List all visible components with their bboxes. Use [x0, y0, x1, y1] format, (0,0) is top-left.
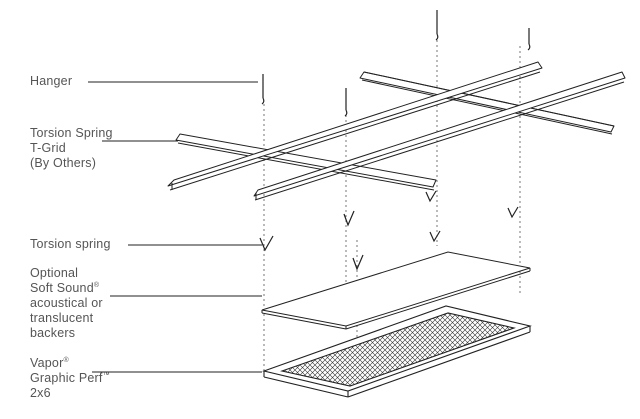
hanger-wires — [261, 10, 531, 117]
backer-label: Optional Soft Sound® acoustical or trans… — [30, 266, 103, 340]
tgrid-label: Torsion Spring T-Grid (By Others) — [30, 126, 113, 170]
t-grid-rails — [167, 61, 626, 201]
spring-6 — [429, 230, 441, 243]
main-rail-1 — [167, 61, 543, 191]
leader-lines — [88, 81, 262, 373]
hanger-2 — [344, 88, 348, 117]
spring-3 — [507, 206, 519, 219]
torsion-springs — [259, 190, 519, 271]
spring-5 — [352, 254, 364, 271]
spring-1 — [343, 210, 355, 227]
vapor-graphic-perf-panel — [262, 305, 532, 398]
hanger-3 — [435, 10, 439, 41]
panel-label: Vapor® Graphic Perf™ 2x6 — [30, 356, 110, 400]
acoustic-backer — [261, 251, 531, 330]
torsion-spring-label: Torsion spring — [30, 237, 111, 251]
hanger-label: Hanger — [30, 74, 73, 88]
hanger-1 — [261, 74, 265, 105]
main-rail-2 — [253, 71, 626, 201]
cross-rail-back — [359, 71, 615, 135]
spring-4 — [259, 235, 274, 252]
hanger-4 — [527, 28, 531, 51]
spring-2 — [425, 190, 437, 203]
cross-rail-front — [175, 133, 437, 191]
